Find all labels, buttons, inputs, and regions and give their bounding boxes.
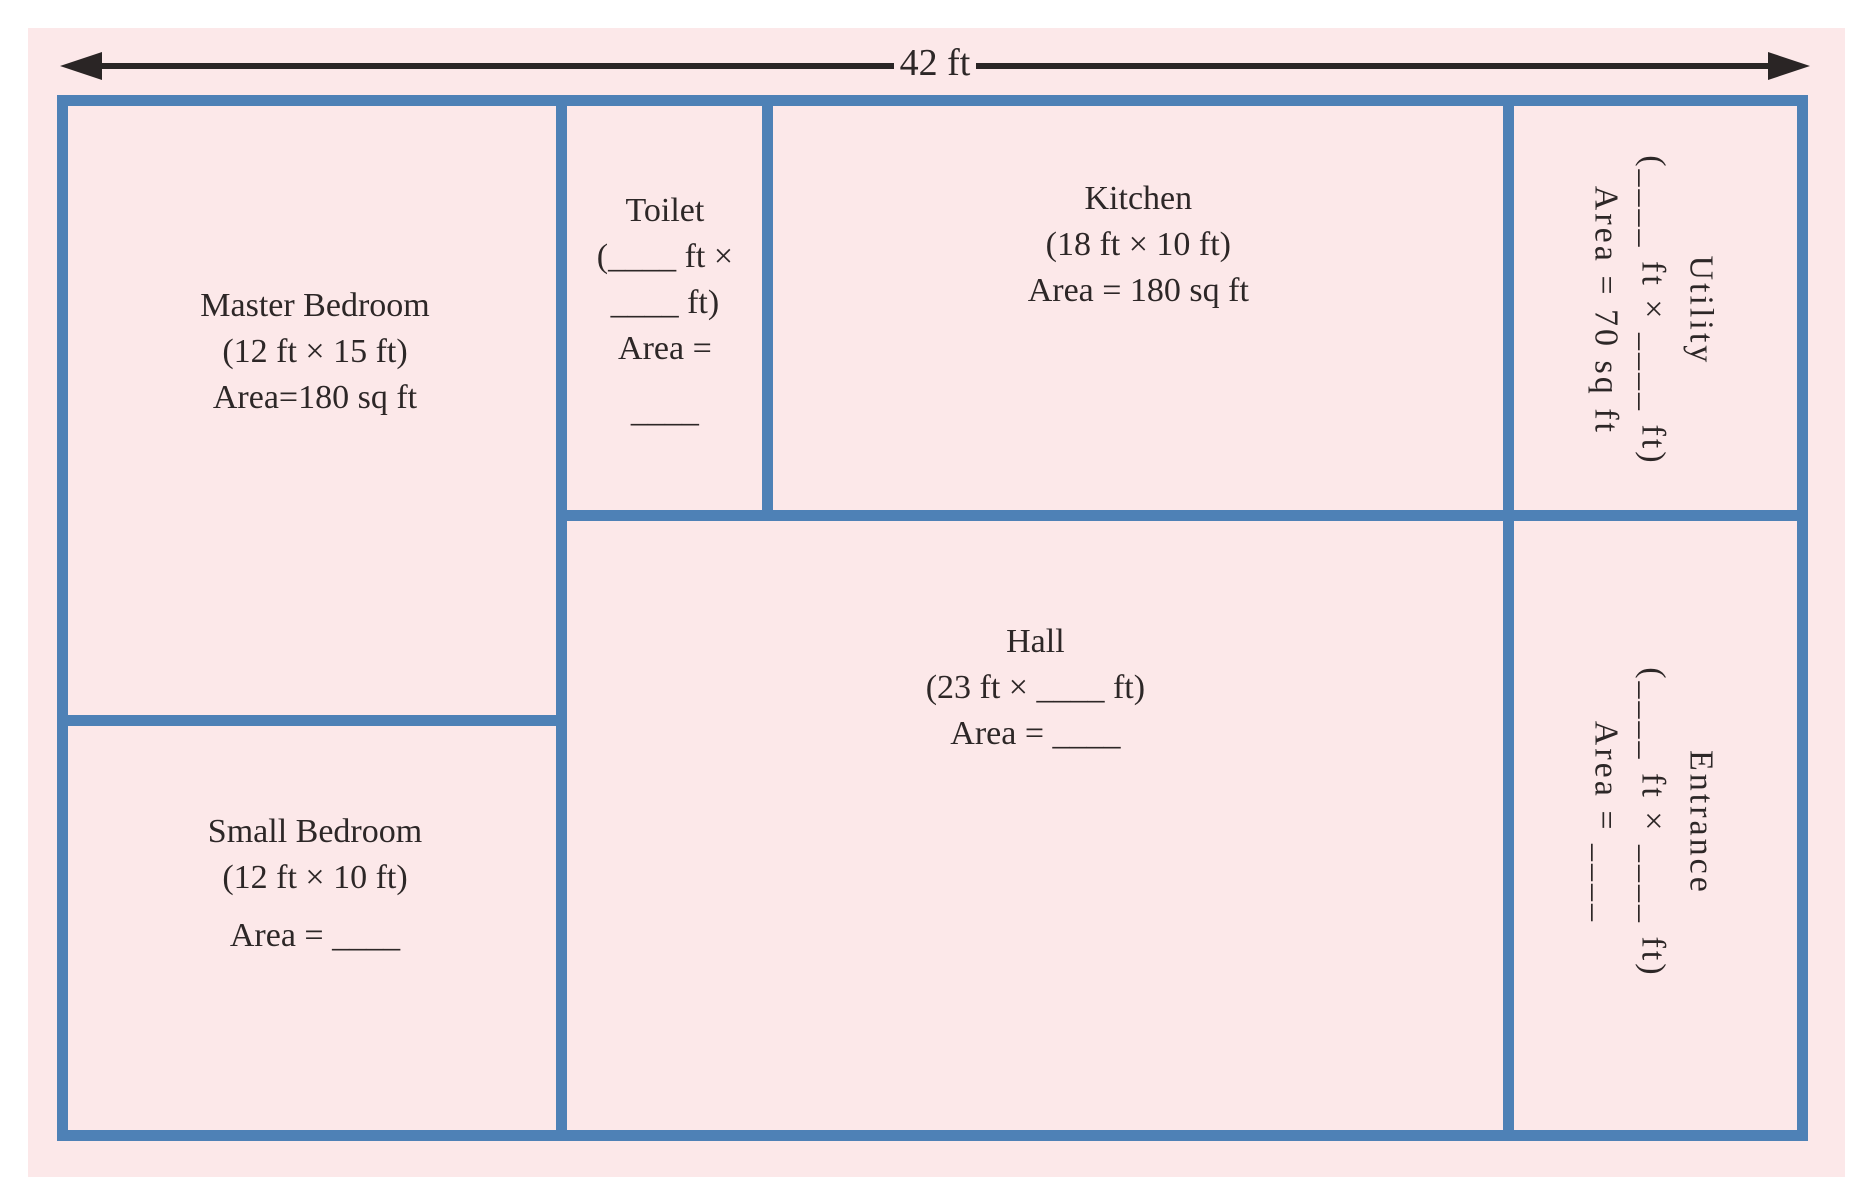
toilet-area-blank: ____	[630, 391, 699, 429]
arrowhead-left-icon	[60, 52, 102, 80]
utility-label: Utility (____ ft × ____ ft) Area = 70 sq…	[1582, 156, 1725, 466]
floor-plan-background: 42 ft Master Bedroom (12 ft × 15 ft) Are…	[28, 28, 1845, 1177]
toilet-label: Toilet (____ ft × ____ ft) Area = ____	[597, 188, 733, 433]
wall-kitchen-hall	[561, 510, 1797, 522]
wall-toilet-kitchen	[762, 106, 774, 516]
entrance-dimensions: (____ ft × ____ ft)	[1634, 667, 1672, 978]
toilet-name: Toilet	[625, 192, 705, 230]
hall-label: Hall (23 ft × ____ ft) Area = ____	[926, 619, 1145, 757]
wall-master-small-bedroom	[68, 714, 562, 726]
wall-hall-entrance	[1503, 106, 1515, 1130]
master-bedroom-label: Master Bedroom (12 ft × 15 ft) Area=180 …	[200, 283, 429, 421]
hall-name: Hall	[1006, 622, 1065, 660]
entrance-label: Entrance (____ ft × ____ ft) Area = ____	[1582, 668, 1725, 978]
entrance-name: Entrance	[1682, 750, 1720, 896]
utility-area: Area = 70 sq ft	[1587, 186, 1625, 436]
toilet-dimensions-line2: ____ ft)	[610, 283, 720, 321]
dimension-line-right	[976, 63, 1768, 69]
kitchen-area: Area = 180 sq ft	[1027, 272, 1249, 310]
toilet-area-label: Area =	[618, 329, 712, 367]
room-small-bedroom: Small Bedroom (12 ft × 10 ft) Area = ___…	[68, 720, 562, 1130]
floor-plan: Master Bedroom (12 ft × 15 ft) Area=180 …	[57, 95, 1808, 1141]
total-width-label: 42 ft	[899, 42, 971, 84]
toilet-dimensions-line1: (____ ft ×	[596, 237, 734, 275]
kitchen-name: Kitchen	[1084, 180, 1193, 218]
kitchen-label: Kitchen (18 ft × 10 ft) Area = 180 sq ft	[1028, 176, 1249, 314]
small-bedroom-name: Small Bedroom	[207, 813, 423, 851]
small-bedroom-area: Area = ____	[229, 917, 401, 955]
small-bedroom-label: Small Bedroom (12 ft × 10 ft) Area = ___…	[208, 809, 422, 959]
room-hall: Hall (23 ft × ____ ft) Area = ____	[562, 516, 1509, 1130]
width-dimension-arrow: 42 ft	[60, 42, 1810, 90]
hall-area: Area = ____	[950, 714, 1121, 752]
entrance-area: Area = ____	[1587, 721, 1625, 925]
small-bedroom-dimensions: (12 ft × 10 ft)	[222, 859, 408, 897]
room-entrance: Entrance (____ ft × ____ ft) Area = ____	[1509, 516, 1797, 1130]
wall-master-toilet	[556, 106, 568, 1130]
arrowhead-right-icon	[1768, 52, 1810, 80]
master-bedroom-area: Area=180 sq ft	[212, 378, 418, 416]
master-bedroom-dimensions: (12 ft × 15 ft)	[222, 332, 408, 370]
room-kitchen: Kitchen (18 ft × 10 ft) Area = 180 sq ft	[768, 106, 1509, 516]
room-toilet: Toilet (____ ft × ____ ft) Area = ____	[562, 106, 768, 516]
utility-name: Utility	[1682, 255, 1720, 366]
room-utility: Utility (____ ft × ____ ft) Area = 70 sq…	[1509, 106, 1797, 516]
master-bedroom-name: Master Bedroom	[200, 286, 430, 324]
dimension-line-left	[102, 63, 894, 69]
room-master-bedroom: Master Bedroom (12 ft × 15 ft) Area=180 …	[68, 106, 562, 720]
kitchen-dimensions: (18 ft × 10 ft)	[1045, 226, 1231, 264]
utility-dimensions: (____ ft × ____ ft)	[1634, 155, 1672, 466]
hall-dimensions: (23 ft × ____ ft)	[925, 668, 1146, 706]
